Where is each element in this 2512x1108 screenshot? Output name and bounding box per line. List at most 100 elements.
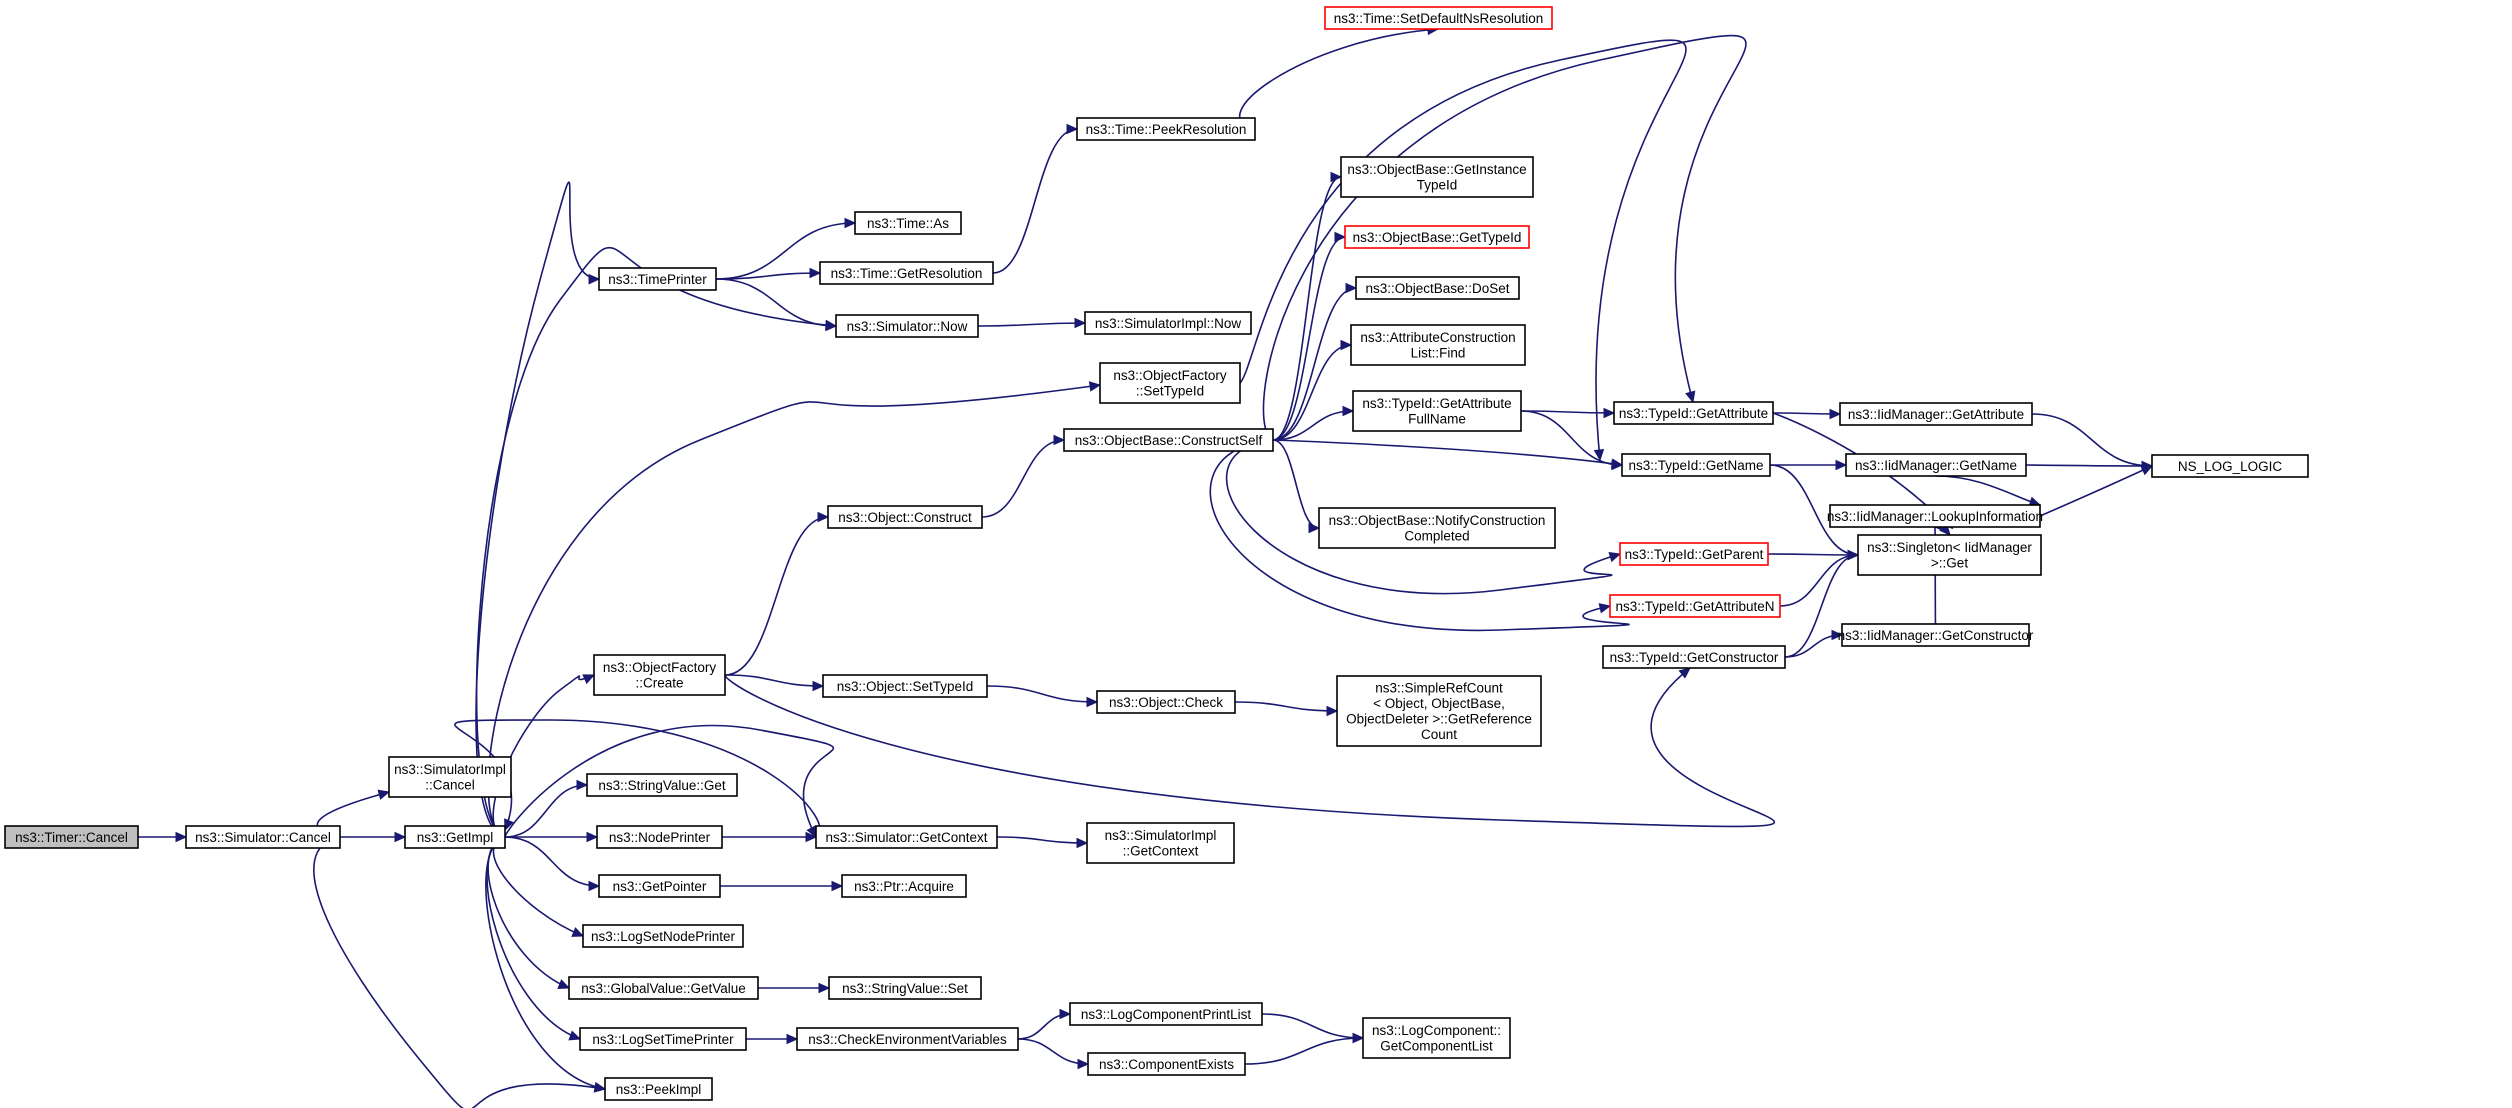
node-ob_doset[interactable]: ns3::ObjectBase::DoSet [1355, 276, 1520, 300]
node-simplerefcount[interactable]: ns3::SimpleRefCount< Object, ObjectBase,… [1336, 675, 1542, 747]
node-getimpl[interactable]: ns3::GetImpl [404, 825, 506, 849]
edge-tid_getattrfull-to-tid_getattr [1520, 407, 1616, 419]
edge-ob_constructself-to-ob_gettypeid [1272, 231, 1347, 441]
edge-logsettimeprinter-to-checkenv [746, 1033, 799, 1045]
edge-line [724, 667, 1775, 828]
node-ob_gettypeid[interactable]: ns3::ObjectBase::GetTypeId [1344, 225, 1530, 249]
node-tid_getctor[interactable]: ns3::TypeId::GetConstructor [1602, 645, 1786, 669]
node-componentexists[interactable]: ns3::ComponentExists [1087, 1052, 1246, 1076]
node-label: ns3::Time::SetDefaultNsResolution [1334, 11, 1544, 26]
node-obj_check[interactable]: ns3::Object::Check [1096, 690, 1236, 714]
node-gv_getvalue[interactable]: ns3::GlobalValue::GetValue [568, 976, 759, 1000]
node-ptr_acquire[interactable]: ns3::Ptr::Acquire [841, 874, 967, 898]
node-box [1362, 1017, 1511, 1059]
edge-arrowhead [1603, 407, 1616, 419]
node-box [841, 874, 967, 898]
node-time_as[interactable]: ns3::Time::As [854, 211, 962, 235]
node-logcomp_printlist[interactable]: ns3::LogComponentPrintList [1069, 1002, 1263, 1026]
node-box [1829, 504, 2041, 528]
node-singleton_get[interactable]: ns3::Singleton< IidManager >::Get [1857, 534, 2042, 576]
edge-ob_constructself-to-tid_getname [1272, 439, 1624, 469]
node-getpointer[interactable]: ns3::GetPointer [598, 874, 721, 898]
node-tid_getattr[interactable]: ns3::TypeId::GetAttribute [1613, 401, 1774, 425]
node-obj_construct[interactable]: ns3::Object::Construct [827, 505, 983, 529]
edge-line [486, 836, 581, 1040]
node-box [1336, 675, 1542, 747]
node-label: < Object, ObjectBase, [1373, 696, 1505, 711]
node-logsetnodeprinter[interactable]: ns3::LogSetNodePrinter [582, 924, 744, 948]
edge-timer_cancel-to-sim_cancel [138, 831, 188, 843]
node-ob_notify[interactable]: ns3::ObjectBase::NotifyConstructionCompl… [1318, 507, 1556, 549]
edge-line [1234, 701, 1338, 712]
node-sim_now[interactable]: ns3::Simulator::Now [835, 314, 979, 338]
node-ns_log_logic[interactable]: NS_LOG_LOGIC [2151, 454, 2309, 478]
node-label: ns3::GlobalValue::GetValue [581, 981, 746, 996]
edge-arrowhead [1831, 629, 1844, 641]
node-iid_getattr[interactable]: ns3::IidManager::GetAttribute [1839, 402, 2033, 426]
node-box [1087, 1052, 1246, 1076]
node-label: ns3::Ptr::Acquire [854, 879, 954, 894]
node-label: ns3::LogComponent:: [1372, 1023, 1501, 1038]
node-tid_getname[interactable]: ns3::TypeId::GetName [1621, 453, 1771, 477]
node-iid_lookup[interactable]: ns3::IidManager::LookupInformation [1827, 504, 2043, 528]
node-time_getres[interactable]: ns3::Time::GetResolution [819, 261, 994, 285]
node-label: ns3::Singleton< IidManager [1867, 540, 2032, 555]
node-label: ns3::TypeId::GetAttribute [1362, 396, 1511, 411]
node-sim_cancel[interactable]: ns3::Simulator::Cancel [185, 825, 341, 849]
node-timer_cancel[interactable]: ns3::Timer::Cancel [4, 825, 139, 849]
node-of_create[interactable]: ns3::ObjectFactory::Create [593, 654, 726, 696]
edge-line [715, 222, 856, 280]
node-stringvalue_get[interactable]: ns3::StringValue::Get [586, 773, 738, 797]
node-ob_constructself[interactable]: ns3::ObjectBase::ConstructSelf [1063, 428, 1274, 452]
node-iid_getctor[interactable]: ns3::IidManager::GetConstructor [1838, 623, 2034, 647]
node-box [1324, 6, 1553, 30]
node-box [827, 505, 983, 529]
node-simimpl_cancel[interactable]: ns3::SimulatorImpl::Cancel [388, 756, 512, 798]
edge-getimpl-to-logsettimeprinter [486, 836, 582, 1041]
edge-getpointer-to-ptr_acquire [720, 880, 844, 892]
edge-arrowhead [2140, 465, 2154, 476]
edge-arrowhead [1086, 696, 1099, 708]
node-box [596, 825, 723, 849]
node-box [1340, 156, 1534, 198]
node-box [1350, 324, 1526, 366]
node-logsettimeprinter[interactable]: ns3::LogSetTimePrinter [579, 1027, 747, 1051]
node-box [1839, 402, 2033, 426]
node-checkenv[interactable]: ns3::CheckEnvironmentVariables [796, 1027, 1019, 1051]
node-tid_getattrn[interactable]: ns3::TypeId::GetAttributeN [1609, 594, 1781, 618]
edge-line [977, 322, 1086, 327]
node-box [185, 825, 341, 849]
edge-line [1784, 554, 1859, 658]
node-time_setdef[interactable]: ns3::Time::SetDefaultNsResolution [1324, 6, 1553, 30]
node-stringvalue_set[interactable]: ns3::StringValue::Set [828, 976, 982, 1000]
node-label: Completed [1404, 529, 1469, 544]
edge-line [313, 836, 606, 1108]
node-time_peekres[interactable]: ns3::Time::PeekResolution [1076, 117, 1256, 141]
edge-line [1209, 439, 1630, 632]
node-label: ObjectDeleter >::GetReference [1346, 712, 1532, 727]
node-iid_getname[interactable]: ns3::IidManager::GetName [1845, 453, 2027, 477]
node-label: ns3::TypeId::GetAttributeN [1615, 599, 1774, 614]
node-nodeprinter[interactable]: ns3::NodePrinter [596, 825, 723, 849]
node-simimpl_now[interactable]: ns3::SimulatorImpl::Now [1084, 311, 1252, 335]
node-label: ns3::StringValue::Set [842, 981, 968, 996]
node-peekimpl[interactable]: ns3::PeekImpl [604, 1077, 713, 1101]
node-label: NS_LOG_LOGIC [2178, 459, 2283, 474]
node-obj_settypeid[interactable]: ns3::Object::SetTypeId [822, 674, 988, 698]
node-label: ns3::LogSetNodePrinter [591, 929, 736, 944]
node-box [1355, 276, 1520, 300]
node-of_settypeid[interactable]: ns3::ObjectFactory::SetTypeId [1099, 362, 1241, 404]
edge-line [1239, 39, 1687, 461]
node-box [604, 1077, 713, 1101]
node-timeprinter[interactable]: ns3::TimePrinter [598, 267, 717, 291]
node-box [1344, 225, 1530, 249]
node-tid_getparent[interactable]: ns3::TypeId::GetParent [1619, 542, 1769, 566]
node-logcomp_getlist[interactable]: ns3::LogComponent::GetComponentList [1362, 1017, 1511, 1059]
node-sim_getcontext[interactable]: ns3::Simulator::GetContext [815, 825, 998, 849]
node-simimpl_getcontext[interactable]: ns3::SimulatorImpl::GetContext [1086, 822, 1235, 864]
edge-arrowhead [1352, 1032, 1365, 1044]
